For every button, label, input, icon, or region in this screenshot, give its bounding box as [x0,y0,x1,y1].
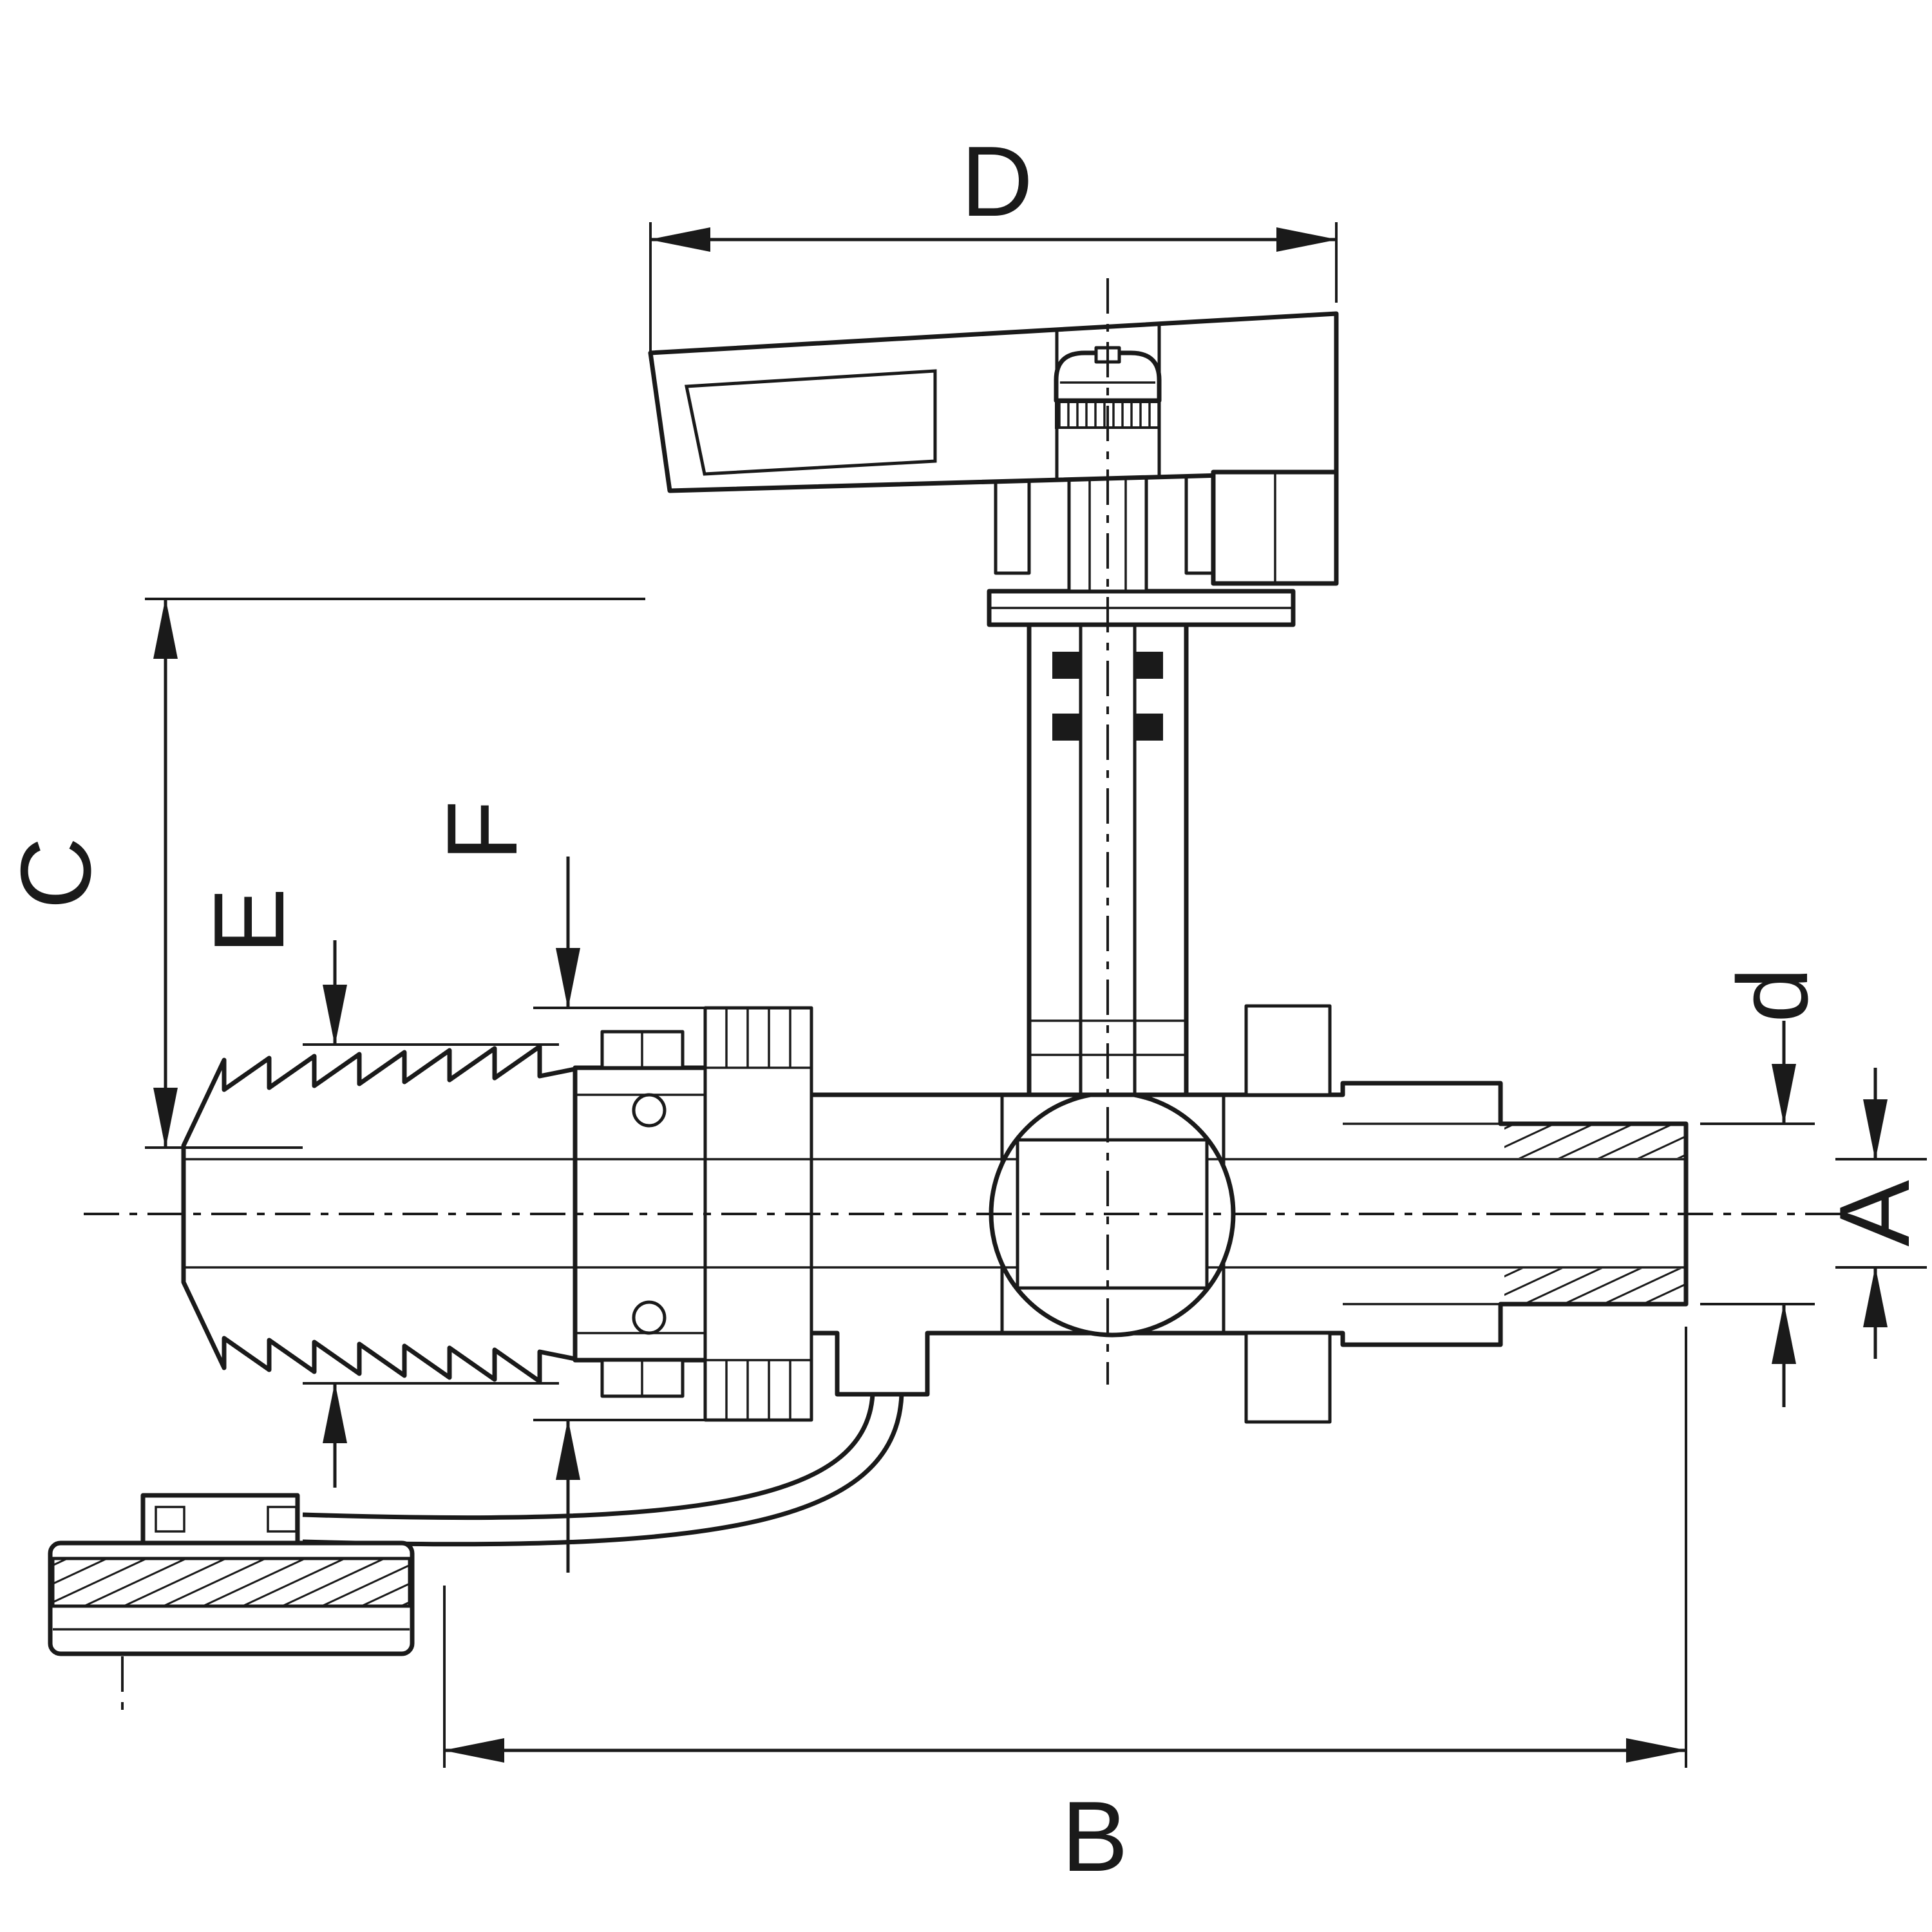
dimension-B: B [443,1327,1687,1892]
dim-label-E: E [193,887,305,954]
stem-seal [1136,714,1163,741]
stem-seal [1052,652,1079,679]
lanyard [302,1394,904,1547]
body-bottom-step [1244,1331,1332,1424]
stem-seal [1052,714,1079,741]
dimension-F: F [426,800,707,1573]
mounting-flange [987,589,1296,627]
dim-label-C: C [0,837,111,909]
dimension-E: E [193,887,559,1488]
dimension-d: d [1700,967,1828,1407]
male-thread [1504,1126,1685,1303]
stem-seal [1136,652,1163,679]
dimension-A: A [1819,1068,1930,1359]
dim-label-d: d [1717,967,1828,1023]
tail-shank-and-seals [575,1093,705,1335]
bore-lines [184,1158,1686,1269]
centerlines [84,278,1848,1385]
o-ring-bottom [632,1300,667,1335]
o-ring-top [632,1093,667,1128]
handle-face [684,369,937,476]
dim-label-F: F [426,800,538,862]
drain-cap [48,1540,415,1710]
dimension-C: C [0,598,645,1149]
dim-label-A: A [1819,1180,1930,1247]
dim-label-D: D [961,126,1033,237]
body-top-step [1244,1004,1332,1097]
cap-knurled-band [51,1557,412,1608]
handle [648,311,1339,586]
cap-clip [140,1493,300,1546]
dimension-D: D [649,126,1338,361]
dim-label-B: B [1061,1781,1128,1892]
